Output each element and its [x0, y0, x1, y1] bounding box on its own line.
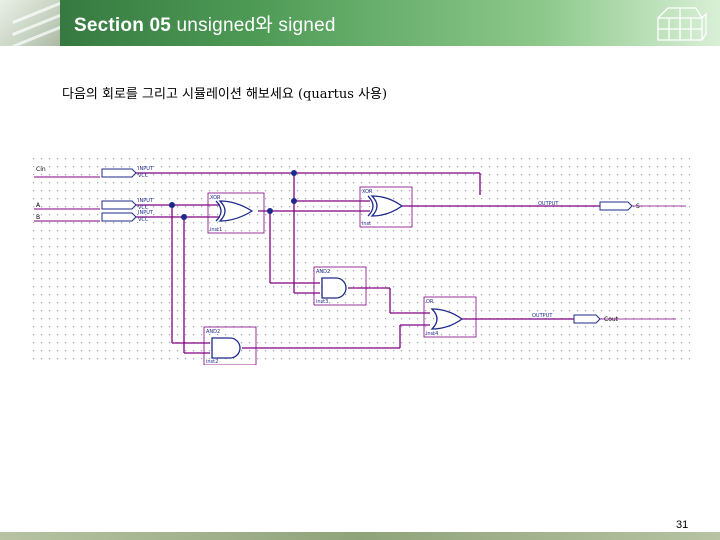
svg-text:VCC: VCC	[138, 173, 149, 179]
svg-text:inst: inst	[362, 221, 371, 227]
or-gate-inst4: OR inst4	[423, 296, 477, 338]
svg-text:OR: OR	[426, 299, 434, 305]
svg-text:AND2: AND2	[316, 269, 330, 275]
and-gate-inst2: AND2 inst2	[203, 326, 257, 365]
svg-text:XOR: XOR	[362, 189, 373, 195]
grid-background	[30, 155, 690, 365]
svg-text:VCC: VCC	[138, 217, 149, 223]
svg-text:inst1: inst1	[210, 227, 222, 233]
svg-text:S: S	[636, 203, 640, 210]
input-pin-cin: Cin INPUT VCC	[34, 166, 154, 179]
svg-text:A: A	[36, 202, 41, 209]
svg-text:Cout: Cout	[604, 316, 619, 323]
junctions	[169, 170, 297, 220]
svg-text:Cin: Cin	[36, 166, 46, 173]
svg-text:inst3: inst3	[316, 299, 328, 305]
slide-title: Section 05 unsigned와 signed	[74, 10, 336, 37]
svg-text:INPUT: INPUT	[138, 198, 154, 204]
instruction-text: 다음의 회로를 그리고 시뮬레이션 해보세요 (quartus 사용)	[62, 87, 388, 102]
circuit-schematic: Cin INPUT VCC A INPUT VCC B INPUT VCC XO…	[30, 155, 690, 365]
output-pin-s: OUTPUT S	[538, 201, 686, 211]
page-number: 31	[676, 519, 689, 531]
output-pin-cout: OUTPUT Cout	[532, 313, 676, 324]
and-gate-inst3: AND2 inst3	[313, 266, 367, 306]
input-pin-a: A INPUT VCC	[34, 198, 154, 211]
footer-bar	[0, 532, 720, 540]
svg-text:AND2: AND2	[206, 329, 220, 335]
section-label: Section 05	[74, 15, 172, 36]
xor-gate-inst1: XOR inst1	[207, 192, 265, 234]
svg-text:VCC: VCC	[138, 205, 149, 211]
svg-text:B: B	[36, 214, 40, 221]
header-decoration	[0, 0, 60, 46]
svg-text:INPUT: INPUT	[138, 166, 154, 172]
slide-header: Section 05 unsigned와 signed	[0, 0, 720, 46]
svg-text:OUTPUT: OUTPUT	[538, 201, 559, 207]
svg-text:inst4: inst4	[426, 331, 438, 337]
xor-gate-inst: XOR inst	[359, 186, 413, 228]
title-text: unsigned와 signed	[176, 15, 336, 36]
input-pin-b: B INPUT VCC	[34, 210, 154, 223]
svg-text:inst2: inst2	[206, 359, 218, 365]
cube-logo-icon	[657, 7, 707, 41]
wires	[130, 172, 600, 354]
svg-text:XOR: XOR	[210, 195, 221, 201]
svg-text:INPUT: INPUT	[138, 210, 154, 216]
svg-text:OUTPUT: OUTPUT	[532, 313, 553, 319]
